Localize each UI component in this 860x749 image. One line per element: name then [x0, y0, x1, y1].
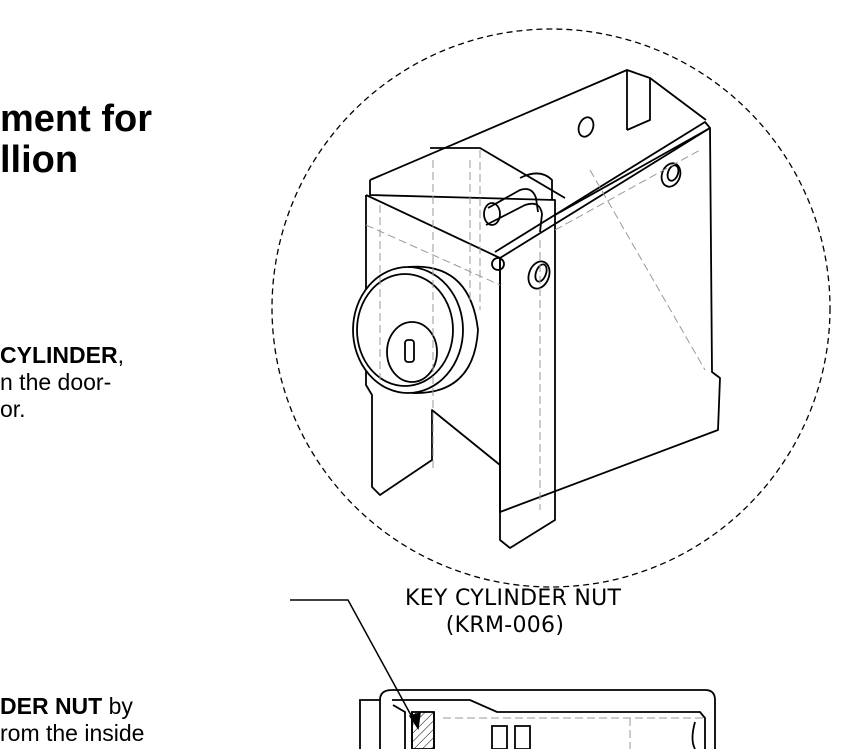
key-cylinder-nut-callout: KEY CYLINDER NUT (KRM-006)	[405, 585, 622, 639]
callout-leader	[290, 599, 421, 731]
instruction-line: n the door-	[0, 369, 112, 395]
page-title: ment for llion	[0, 99, 152, 181]
instruction-step-remove-cylinder: CYLINDER, n the door- or.	[0, 342, 124, 423]
instruction-line: rom the inside	[0, 720, 145, 746]
lock-bracket-isometric	[352, 69, 721, 549]
detail-view-circle	[271, 28, 831, 588]
instruction-keyword: CYLINDER	[0, 342, 118, 368]
instruction-step-remove-nut: DER NUT by rom the inside	[0, 693, 144, 747]
key-cylinder-face	[352, 266, 464, 394]
hidden-lines	[365, 149, 706, 510]
section-view	[359, 689, 716, 749]
instruction-keyword: DER NUT	[0, 693, 103, 719]
page-title-line-2: llion	[0, 139, 79, 181]
callout-part-name: KEY CYLINDER NUT	[405, 586, 622, 611]
instruction-line: or.	[0, 396, 26, 422]
callout-part-number: (KRM-006)	[445, 613, 565, 638]
instruction-line: DER NUT by	[0, 693, 144, 720]
instruction-line: CYLINDER,	[0, 342, 124, 369]
instruction-text: by	[102, 693, 133, 719]
instruction-punctuation: ,	[117, 342, 124, 368]
page-title-line-1: ment for	[0, 98, 152, 140]
